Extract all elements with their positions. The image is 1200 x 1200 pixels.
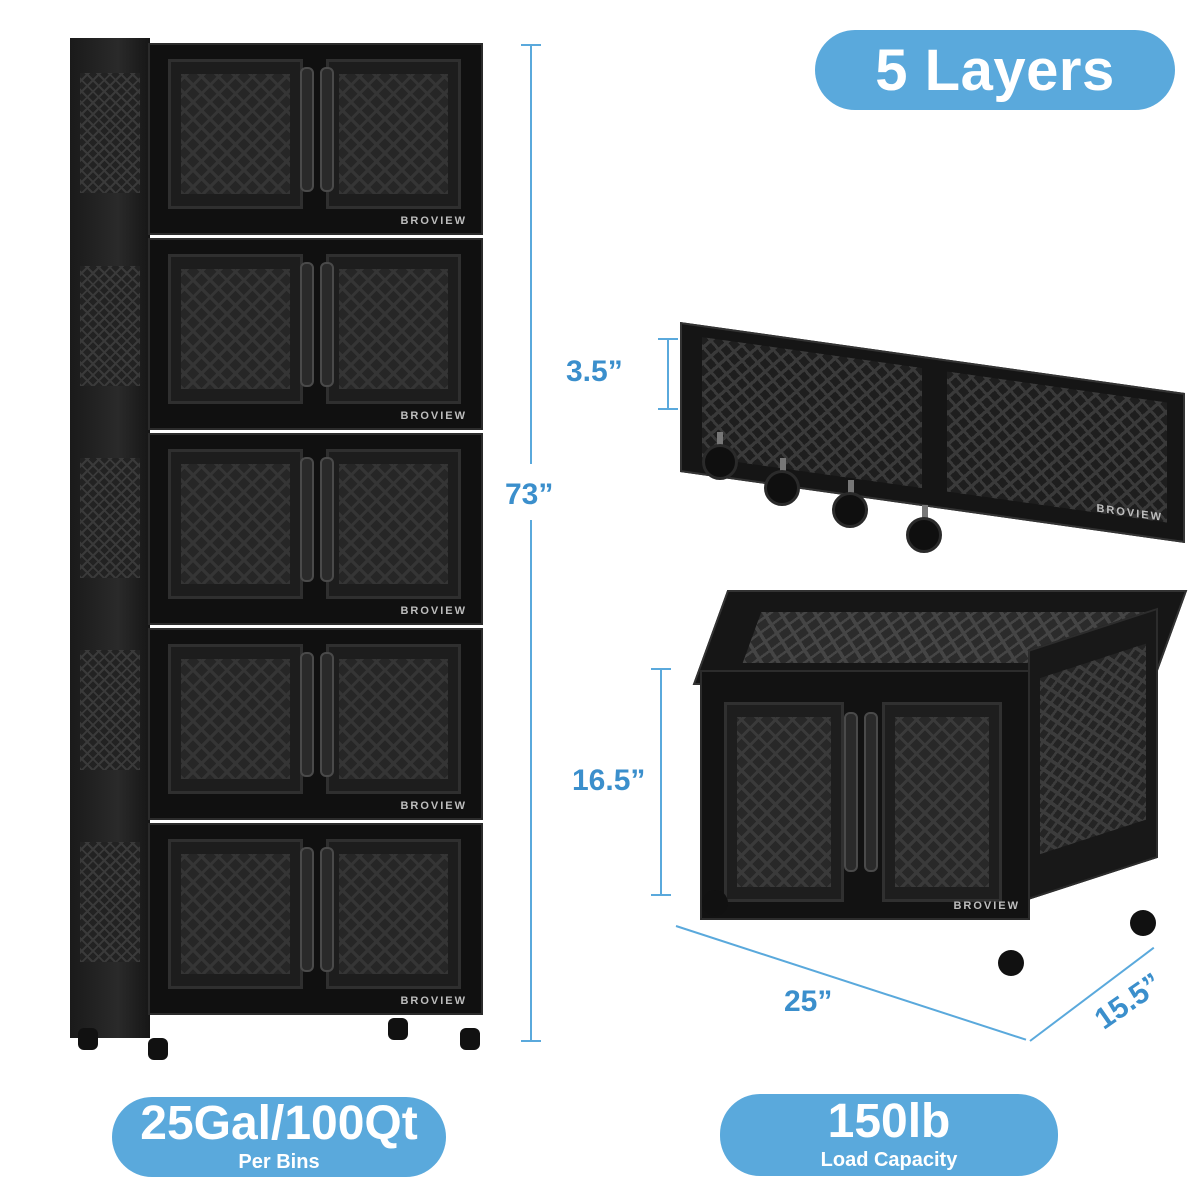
layers-label: 5 Layers [875,37,1115,103]
door-handle [320,262,334,387]
door-handle [320,847,334,972]
caster-wheel [388,1018,408,1040]
cabinet-tier: BROVIEW [148,238,483,430]
caster-wheel [78,1028,98,1050]
cabinet-tier: BROVIEW [148,823,483,1015]
loose-caster-wheel [906,517,942,553]
capacity-caption: Per Bins [238,1151,320,1173]
brand-logo: BROVIEW [400,605,467,617]
height-label: 73” [505,478,554,511]
stacked-cabinet-image: BROVIEW BROVIEW BROVIEW BROVIEW BROVIEW [70,38,485,1060]
door-right [326,254,461,404]
door-handle [300,652,314,777]
folded-panel [947,371,1167,523]
door-right [326,839,461,989]
bin-height-label: 16.5” [572,764,646,797]
folded-height-label: 3.5” [566,355,623,388]
door-right [326,59,461,209]
door-handle [300,262,314,387]
side-vent [80,842,140,962]
brand-logo: BROVIEW [400,410,467,422]
door-handle [300,847,314,972]
loose-caster-wheel [702,444,738,480]
caster-wheel [460,1028,480,1050]
door-handle [844,712,858,872]
single-bin-image: BROVIEW [690,590,1188,976]
cabinet-tier: BROVIEW [148,433,483,625]
brand-logo: BROVIEW [400,215,467,227]
load-badge: 150lb Load Capacity [720,1094,1058,1176]
door-handle [300,67,314,192]
door-left [168,59,303,209]
door-handle [320,457,334,582]
side-vent [80,73,140,193]
caster-stem [717,432,723,446]
side-vent [80,650,140,770]
door-left [168,839,303,989]
brand-logo: BROVIEW [400,995,467,1007]
bin-depth-label: 15.5” [1088,967,1168,1037]
folded-bin-body: BROVIEW [680,322,1185,543]
door-left [168,254,303,404]
capacity-badge: 25Gal/100Qt Per Bins [112,1097,446,1177]
dimension-tick [651,894,671,896]
load-value: 150lb [827,1095,951,1148]
door-right [326,644,461,794]
height-dimension-line [530,520,532,1042]
height-dimension-line [530,44,532,464]
brand-logo: BROVIEW [953,900,1020,912]
brand-logo: BROVIEW [400,800,467,812]
dimension-tick [521,1040,541,1042]
loose-caster-wheel [764,470,800,506]
capacity-value: 25Gal/100Qt [140,1097,418,1150]
bin-front: BROVIEW [700,670,1030,920]
folded-bin-image: BROVIEW [680,262,1185,543]
load-caption: Load Capacity [820,1149,958,1171]
caster-wheel [998,950,1024,976]
caster-stem [780,458,786,472]
door-handle [300,457,314,582]
caster-stem [922,505,928,519]
layers-badge: 5 Layers [815,30,1175,110]
side-vent [80,266,140,386]
door-left [724,702,844,902]
cabinet-tier: BROVIEW [148,628,483,820]
door-handle [864,712,878,872]
side-vent [80,458,140,578]
door-left [168,644,303,794]
caster-wheel [1130,910,1156,936]
cabinet-side-panel [70,38,150,1038]
door-right [882,702,1002,902]
door-handle [320,652,334,777]
door-handle [320,67,334,192]
cabinet-tier: BROVIEW [148,43,483,235]
caster-wheel [702,890,728,916]
folded-height-line [667,338,669,410]
door-right [326,449,461,599]
bin-height-line [660,668,662,896]
dimension-tick [658,408,678,410]
caster-stem [848,480,854,494]
caster-wheel [148,1038,168,1060]
bin-width-label: 25” [784,985,833,1018]
bin-side [1028,607,1158,900]
loose-caster-wheel [832,492,868,528]
door-left [168,449,303,599]
